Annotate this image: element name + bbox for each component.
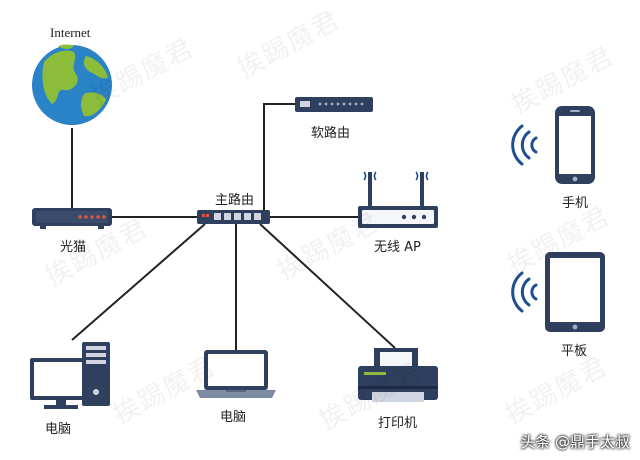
internet-label: Internet: [50, 25, 91, 40]
printer-icon: [358, 348, 438, 402]
main-router-device: [197, 210, 270, 224]
soft-router-device: [295, 97, 373, 112]
desktop-computer-icon: [30, 342, 110, 409]
author-credit: 头条 @鼎手太叔: [520, 433, 630, 451]
link-router-softrouter: [263, 103, 295, 210]
tablet-icon: [545, 252, 605, 332]
phone-wifi-icon: [511, 124, 538, 166]
modem-device: [32, 208, 112, 229]
tablet-label: 平板: [561, 344, 588, 359]
link-router-desktop: [71, 223, 206, 341]
ap-signal-icon: [363, 171, 429, 181]
wireless-ap-device: [358, 171, 438, 228]
laptop-icon: [196, 350, 276, 398]
soft-router-label: 软路由: [311, 126, 351, 141]
printer-label: 打印机: [378, 416, 418, 431]
laptop-label: 电脑: [220, 410, 247, 425]
modem-label: 光猫: [60, 240, 87, 255]
main-router-label: 主路由: [215, 193, 255, 208]
link-router-printer: [259, 223, 396, 349]
phone-label: 手机: [562, 196, 589, 211]
tablet-wifi-icon: [511, 271, 538, 313]
globe-icon: [32, 44, 112, 125]
connections: [71, 103, 396, 350]
wireless-ap-label: 无线 AP: [374, 240, 421, 255]
desktop-label: 电脑: [45, 422, 72, 437]
phone-icon: [555, 106, 595, 184]
